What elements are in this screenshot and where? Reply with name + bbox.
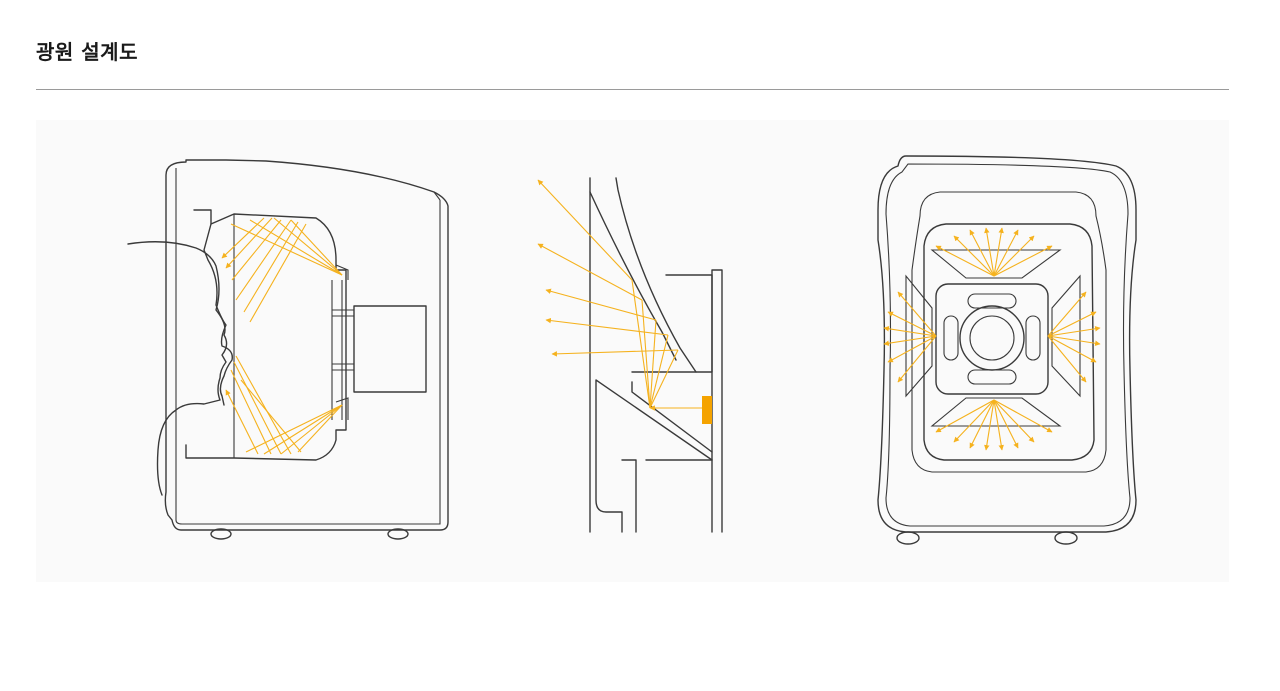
rays-detail [537,179,702,411]
foot-right [387,528,409,540]
front-foot-left [896,531,920,545]
detail-lower-body [595,379,713,533]
housing-corner [433,191,441,201]
light-source-block [702,396,712,424]
face-opening [203,223,233,406]
front-face-opening [923,223,1095,461]
housing-outline [164,159,449,531]
led-top [335,264,349,280]
housing-inner-line [175,168,441,525]
rays-front-right [1047,291,1101,383]
reflector-shell [185,209,347,461]
side-section-view [127,159,449,540]
pad-bottom [967,369,1017,385]
front-foot-right [1054,531,1078,545]
page-title: 광원 설계도 [36,40,138,64]
center-lens-inner [969,315,1015,361]
detail-inner-curve [589,191,677,361]
front-inner-shell [885,163,1131,527]
rays-front-left [883,291,937,383]
light-source-diagram [36,120,1229,582]
detail-right-plate [711,269,723,533]
center-frame [935,283,1049,395]
pad-right [1025,315,1041,361]
front-face-frame [911,191,1107,473]
rays-side-lower [225,355,343,455]
detail-base [621,459,713,533]
title-divider [36,89,1229,90]
pad-left [943,315,959,361]
rear-connectors [332,309,354,371]
front-outer-shell [877,155,1137,533]
rear-box [353,305,427,393]
reflector-right [1051,274,1081,398]
reflector-left [905,274,933,398]
head-silhouette [127,241,228,496]
rear-plate [331,280,343,420]
detail-section-view [537,177,723,533]
detail-lower-inner [631,381,713,453]
rays-front-bottom [935,399,1053,451]
front-view [877,155,1137,545]
rays-front-top [935,227,1053,277]
pad-top [967,293,1017,309]
rays-side-upper [221,217,343,323]
foot-left [210,528,232,540]
reflector-bottom [930,397,1062,427]
detail-curved-wall [615,177,697,373]
reflector-top [930,249,1062,279]
led-bottom [335,397,349,420]
